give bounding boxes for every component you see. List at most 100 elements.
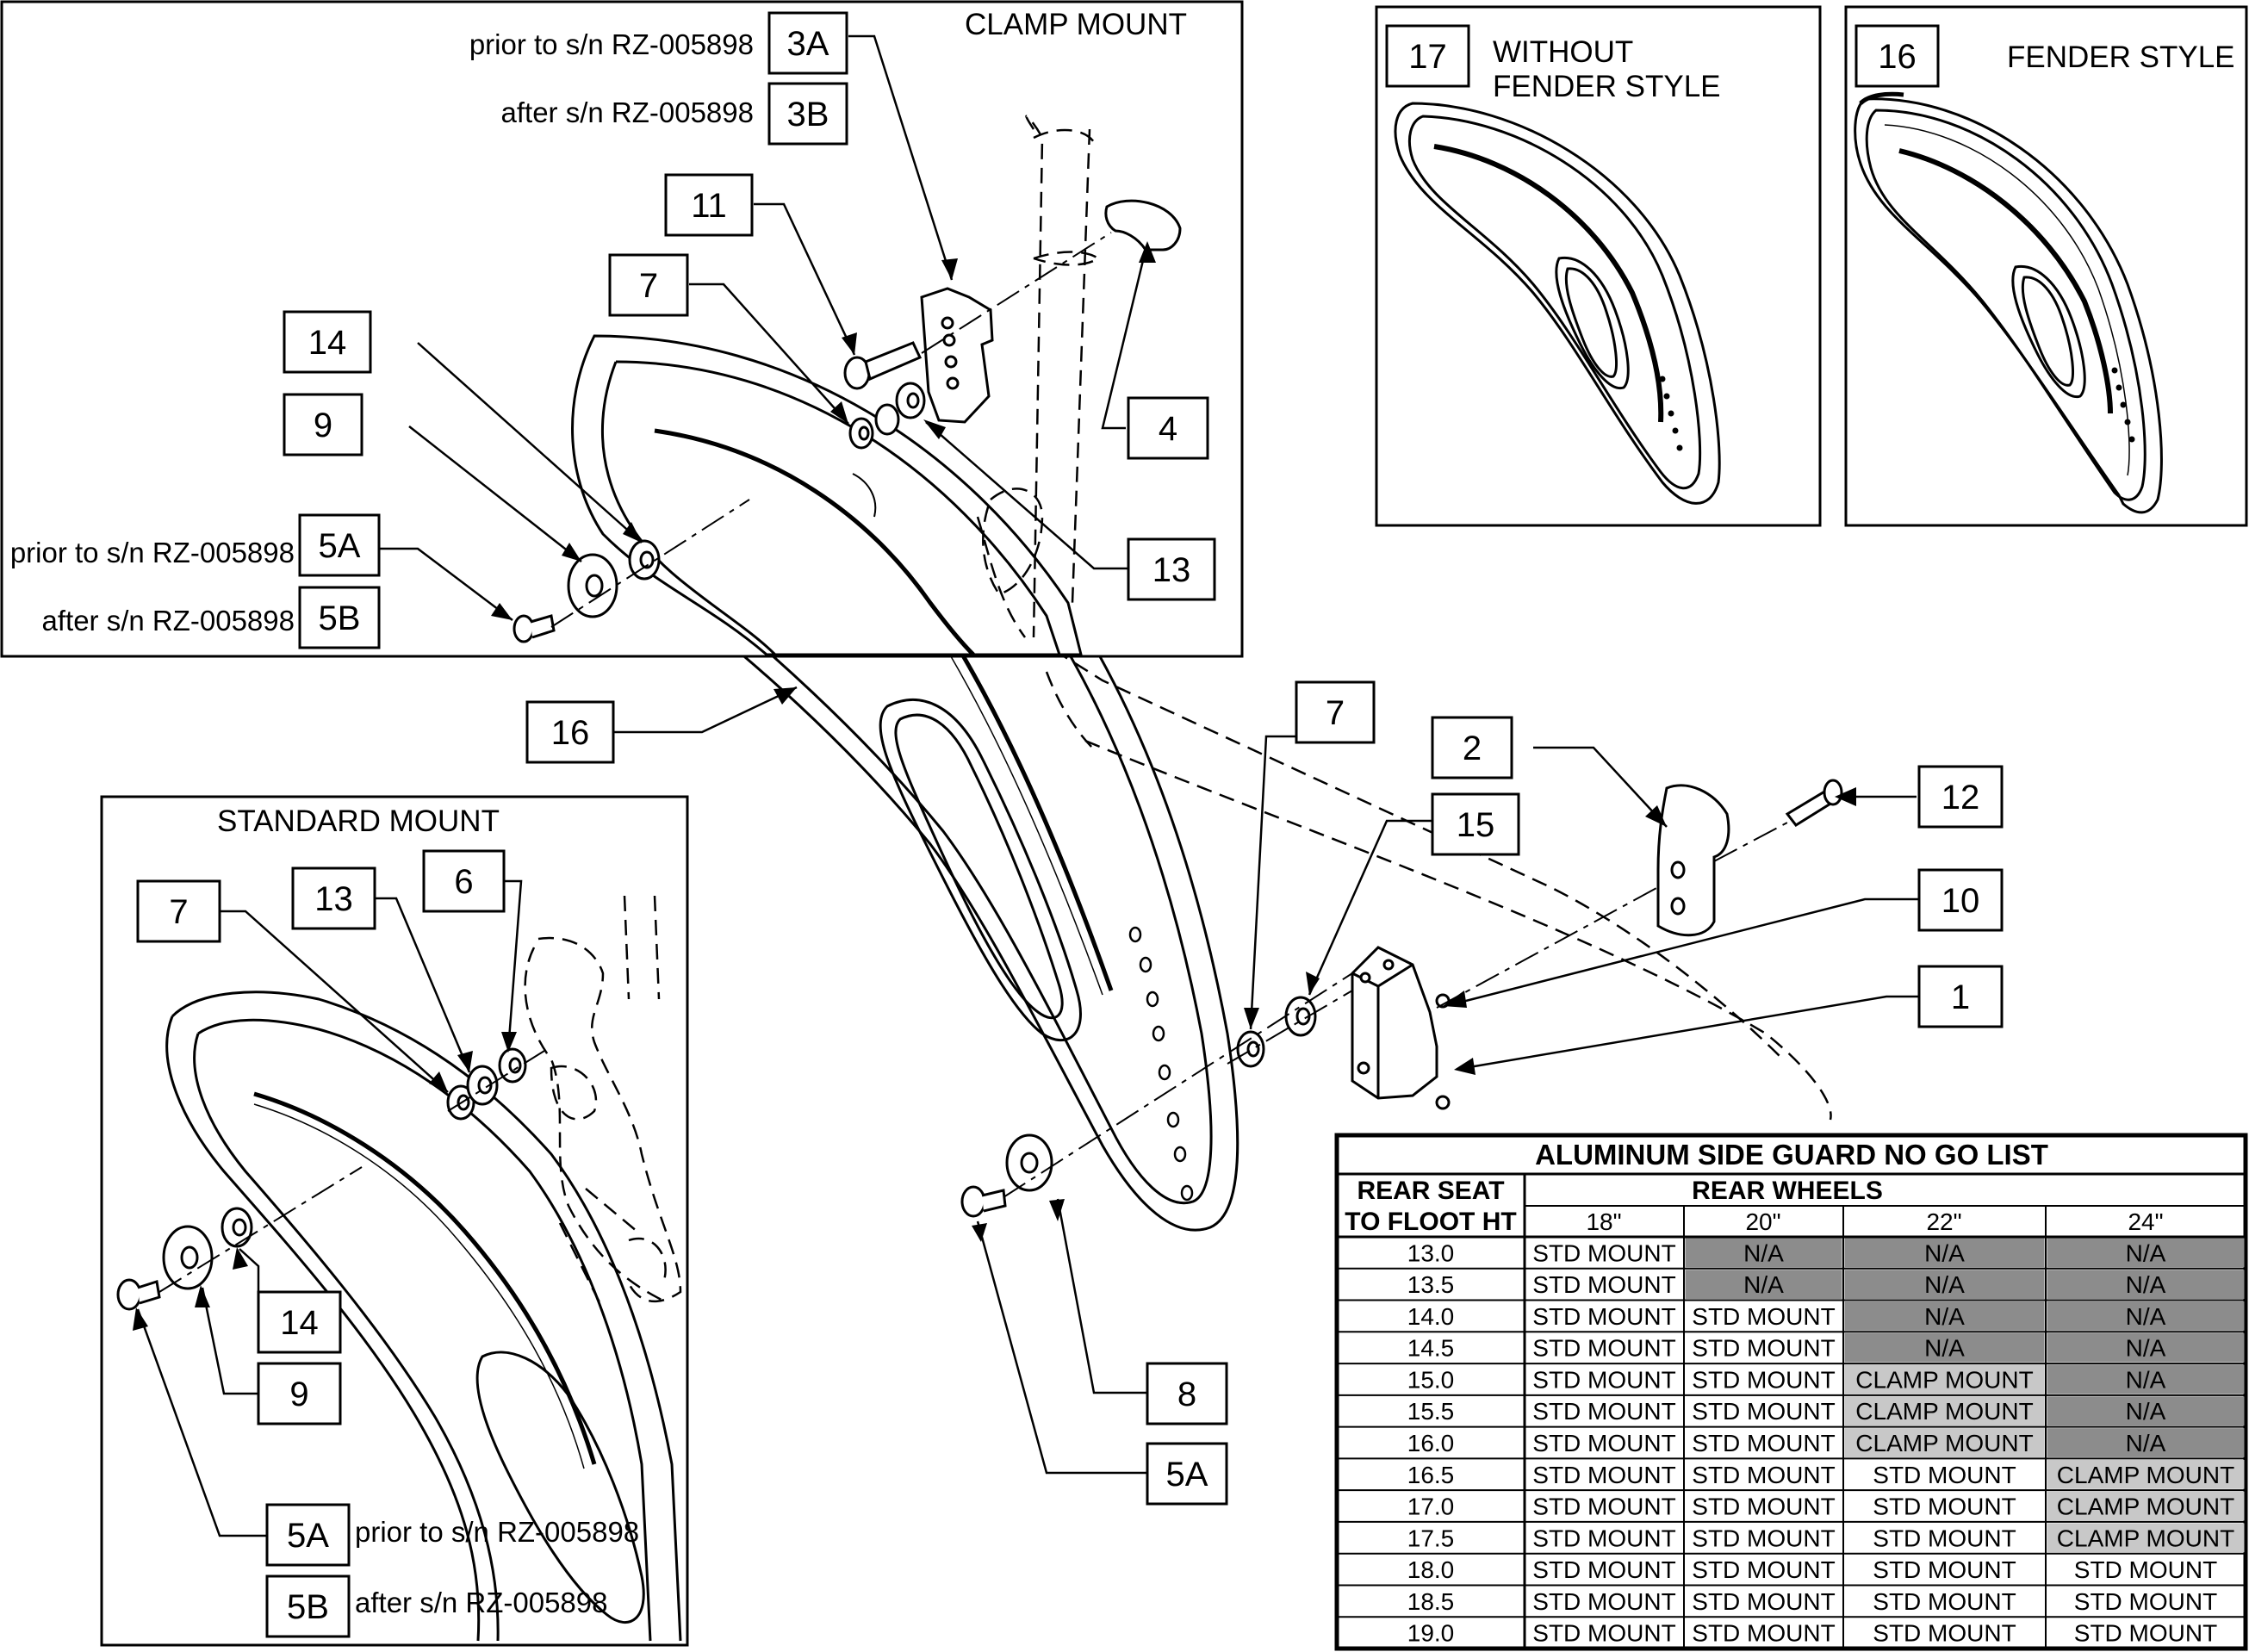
table-cell: N/A xyxy=(1743,1271,1784,1298)
col-header-18: 18" xyxy=(1586,1208,1621,1235)
callout-12-main-label: 12 xyxy=(1941,779,1980,817)
table-cell: STD MOUNT xyxy=(1692,1525,1835,1551)
callout-7-std: 7 xyxy=(136,879,221,943)
row-header-line1: REAR SEAT xyxy=(1357,1177,1504,1205)
washer-15-icon xyxy=(1284,996,1317,1037)
callout-1-main: 1 xyxy=(1917,965,2004,1028)
main-side-guard-holes xyxy=(1128,926,1194,1202)
callout-1-main-label: 1 xyxy=(1951,978,1970,1016)
table-cell: STD MOUNT xyxy=(1692,1366,1835,1393)
col-header-24: 24" xyxy=(2128,1208,2163,1235)
table-cell: N/A xyxy=(1924,1239,1965,1266)
table-cell: STD MOUNT xyxy=(1692,1494,1835,1520)
callout-5b-clamp: 5B xyxy=(298,586,381,649)
callout-8-main-label: 8 xyxy=(1177,1376,1196,1413)
callout-5a-clamp-label: 5A xyxy=(319,527,361,565)
callout-3a-clamp: 3A xyxy=(767,11,848,75)
table-cell: CLAMP MOUNT xyxy=(2057,1494,2234,1520)
cell-shading xyxy=(2047,1459,2245,1489)
cell-shading xyxy=(2047,1364,2245,1394)
callout-16-main-label: 16 xyxy=(551,714,590,752)
clamp-4-icon xyxy=(1104,199,1182,252)
callout-12-main: 12 xyxy=(1917,765,2004,829)
table-cell: STD MOUNT xyxy=(1532,1462,1675,1488)
table-cell: STD MOUNT xyxy=(1873,1462,2016,1488)
row-header-line2: TO FLOOT HT xyxy=(1345,1208,1516,1236)
callout-15-main-label: 15 xyxy=(1457,806,1495,844)
washer-8-icon xyxy=(1005,1133,1053,1192)
table-cell: STD MOUNT xyxy=(1692,1462,1835,1488)
table-cell: CLAMP MOUNT xyxy=(2057,1462,2234,1488)
table-cell: STD MOUNT xyxy=(1532,1366,1675,1393)
callout-5a-std-label: 5A xyxy=(287,1517,329,1555)
row-seat-height: 14.0 xyxy=(1407,1303,1455,1330)
callout-2-main: 2 xyxy=(1431,716,1513,779)
clamp-panel-arrowheads xyxy=(491,241,1156,620)
clamp-mount-title: CLAMP MOUNT xyxy=(965,8,1187,41)
clamp-panel-frame-phantom xyxy=(976,115,1101,638)
table-cell: STD MOUNT xyxy=(1692,1303,1835,1330)
row-seat-height: 16.0 xyxy=(1407,1430,1455,1456)
row-seat-height: 17.0 xyxy=(1407,1494,1455,1520)
table-cell: STD MOUNT xyxy=(1532,1239,1675,1266)
table-cell: CLAMP MOUNT xyxy=(1855,1366,2033,1393)
table-cell: N/A xyxy=(2126,1271,2166,1298)
standard-panel-frame-phantom xyxy=(524,895,682,1310)
cell-shading xyxy=(1844,1396,2045,1426)
callout-5a-std: 5A xyxy=(265,1503,351,1567)
washer-7-icon xyxy=(1236,1030,1265,1068)
without-fender-drawing xyxy=(1394,102,1721,505)
row-seat-height: 18.5 xyxy=(1407,1588,1455,1615)
cell-shading xyxy=(1844,1238,2045,1268)
callout-13-clamp-label: 13 xyxy=(1152,551,1191,589)
callout-13-clamp: 13 xyxy=(1127,537,1216,601)
table-cell: STD MOUNT xyxy=(1532,1398,1675,1425)
callout-2-main-label: 2 xyxy=(1463,730,1482,767)
table-cell: STD MOUNT xyxy=(1692,1620,1835,1647)
note-5b-std: after s/n RZ-005898 xyxy=(355,1587,608,1618)
table-cell: STD MOUNT xyxy=(1873,1588,2016,1615)
table-cell: STD MOUNT xyxy=(1532,1525,1675,1551)
note-3a: prior to s/n RZ-005898 xyxy=(469,28,754,60)
table-cell: STD MOUNT xyxy=(1692,1335,1835,1362)
table-cell: N/A xyxy=(2126,1239,2166,1266)
table-cell: STD MOUNT xyxy=(1532,1620,1675,1647)
table-cell: N/A xyxy=(1924,1335,1965,1362)
fender-style-panel xyxy=(1844,5,2248,527)
bolt-12-icon xyxy=(1785,779,1843,827)
callout-6-std: 6 xyxy=(422,849,506,913)
main-arrowheads xyxy=(773,687,1856,1242)
note-5a-clamp: prior to s/n RZ-005898 xyxy=(10,537,295,568)
note-5b-clamp: after s/n RZ-005898 xyxy=(42,605,295,637)
main-leaders xyxy=(568,686,1921,1475)
table-cell: STD MOUNT xyxy=(1532,1430,1675,1456)
callout-7-main-label: 7 xyxy=(1326,694,1345,732)
table-cell: STD MOUNT xyxy=(1692,1398,1835,1425)
table-cell: STD MOUNT xyxy=(1692,1430,1835,1456)
cell-shading xyxy=(1685,1270,1842,1300)
callout-16-main: 16 xyxy=(525,700,615,764)
table-cell: CLAMP MOUNT xyxy=(2057,1525,2234,1551)
washer-7-clamp-icon xyxy=(848,417,874,450)
cell-shading xyxy=(2047,1332,2245,1363)
table-cell: STD MOUNT xyxy=(1692,1588,1835,1615)
cell-shading xyxy=(2047,1523,2245,1553)
row-seat-height: 13.5 xyxy=(1407,1271,1455,1298)
cell-shading xyxy=(2047,1428,2245,1457)
table-cell: N/A xyxy=(2126,1335,2166,1362)
standard-panel-hardware xyxy=(116,1047,527,1311)
callout-9-std: 9 xyxy=(257,1362,342,1425)
row-seat-height: 19.0 xyxy=(1407,1620,1455,1647)
standard-panel-arrowheads xyxy=(133,1032,517,1331)
clamp-panel-leaders xyxy=(379,34,1147,621)
fender-style-drawing xyxy=(1854,91,2163,514)
washer-6-std-icon xyxy=(498,1047,527,1084)
